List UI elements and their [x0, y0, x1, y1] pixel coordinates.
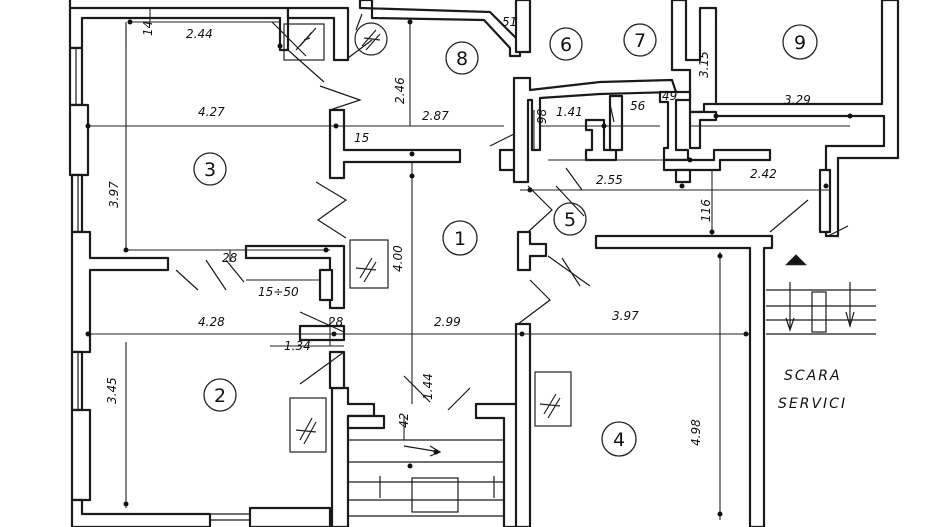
room-2-label: 2: [214, 385, 226, 407]
room-6: 6: [549, 27, 583, 61]
room-8-label: 8: [456, 48, 468, 70]
dim-2-55: 2.55: [596, 173, 623, 187]
stairs-label: SCARA SERVICI: [778, 368, 847, 412]
dim-3-45: 3.45: [105, 377, 119, 404]
dim-28-lower: 28: [328, 315, 344, 329]
dim-3-15: 3.15: [697, 51, 711, 78]
dim-15: 15: [354, 131, 369, 145]
walls: [68, 0, 900, 527]
dim-2-42: 2.42: [750, 167, 777, 181]
dim-1-41: 1.41: [556, 105, 583, 119]
dim-56: 56: [630, 99, 646, 113]
dim-49: 49: [662, 89, 677, 103]
dim-51: 51: [502, 15, 517, 29]
dim-14: 14: [141, 21, 155, 36]
dim-3-29: 3.29: [784, 93, 811, 107]
servici-label: SERVICI: [778, 396, 847, 412]
dim-4-98: 4.98: [689, 419, 703, 446]
scara-label: SCARA: [784, 368, 842, 384]
dim-42: 42: [397, 413, 411, 428]
room-4-label: 4: [613, 429, 625, 451]
windows: [75, 48, 250, 521]
stairs-service: [766, 254, 876, 335]
dim-2-99: 2.99: [434, 315, 461, 329]
hatched-boxes: [283, 22, 572, 453]
dimension-lines: [90, 8, 850, 520]
dim-1-44: 1.44: [421, 373, 435, 400]
dim-2-87: 2.87: [422, 109, 449, 123]
dim-98: 98: [535, 108, 549, 124]
dim-1-34: 1.34: [284, 339, 311, 353]
dim-4-28: 4.28: [198, 315, 225, 329]
dim-3-97-left: 3.97: [107, 181, 121, 208]
room-5-label: 5: [564, 209, 576, 231]
room-6-label: 6: [560, 34, 572, 56]
stairs-bottom: [348, 439, 504, 517]
dim-15-50: 15÷50: [258, 285, 299, 299]
doors: [175, 13, 849, 411]
dim-3-97-right: 3.97: [612, 309, 639, 323]
room-9-label: 9: [794, 32, 806, 54]
room-labels: 1 2 3 4 5 6 7 8: [193, 23, 818, 457]
dimension-texts: 2.44 14 2.46 51 3.15 4.27 2.87 15 98 1.4…: [105, 15, 811, 446]
room-7-label: 7: [634, 30, 646, 52]
dim-4-00: 4.00: [391, 245, 405, 272]
room-3: 3: [193, 152, 227, 186]
dim-2-44: 2.44: [186, 27, 213, 41]
room-1-label: 1: [454, 228, 466, 250]
room-7: 7: [623, 23, 657, 57]
dim-2-46: 2.46: [393, 77, 407, 104]
dim-28-upper: 28: [222, 251, 238, 265]
room-2: 2: [203, 378, 237, 412]
room-3-label: 3: [204, 159, 216, 181]
room-9: 9: [782, 24, 818, 60]
room-8: 8: [445, 41, 479, 75]
dimension-dots: [85, 19, 853, 517]
room-4: 4: [601, 421, 637, 457]
room-5: 5: [553, 202, 587, 236]
room-1: 1: [442, 220, 478, 256]
dim-4-27: 4.27: [198, 105, 225, 119]
dim-116: 116: [699, 199, 713, 222]
